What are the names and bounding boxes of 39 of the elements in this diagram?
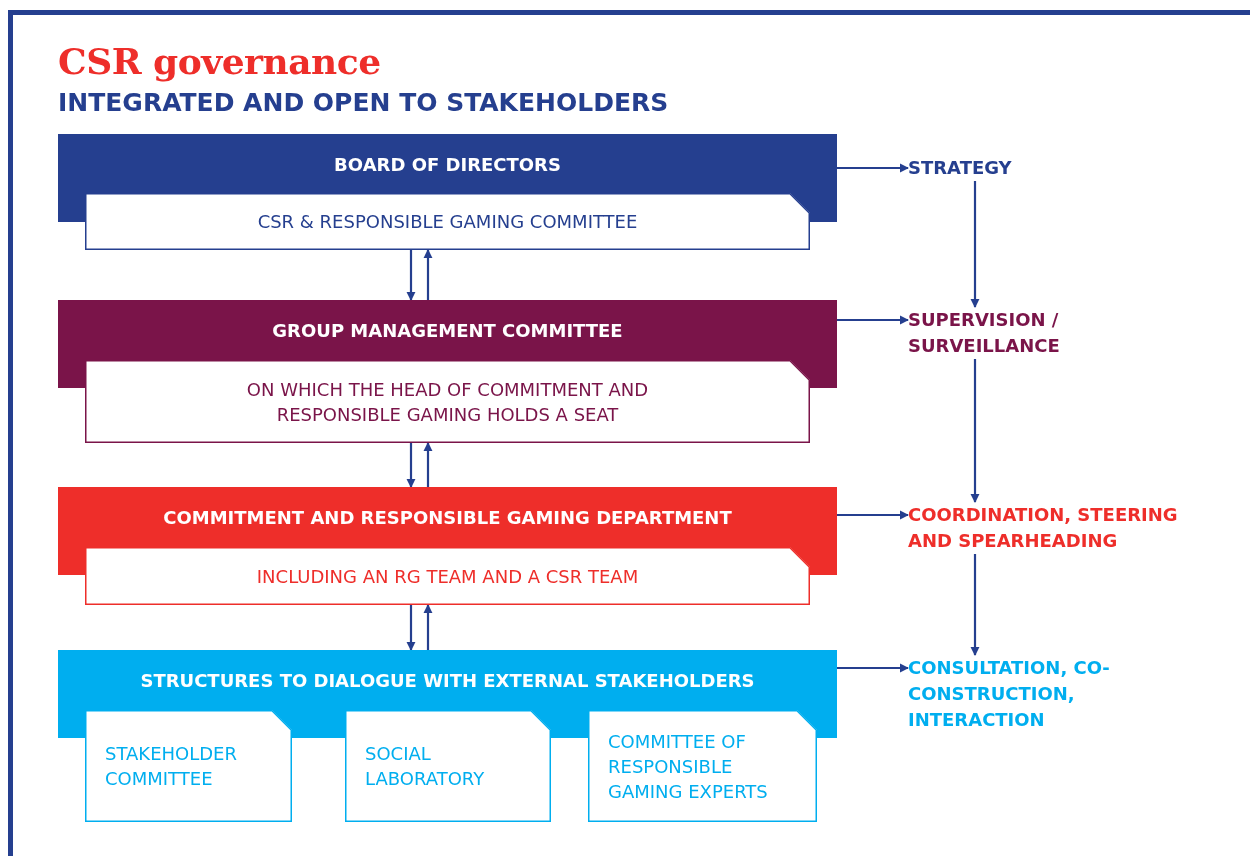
header-band [58, 650, 837, 710]
arrow [406, 443, 416, 488]
arrow [837, 163, 909, 173]
card-text: STAKEHOLDER COMMITTEE [105, 742, 238, 791]
arrow [970, 181, 980, 308]
header-band [58, 300, 837, 360]
subtitle: INTEGRATED AND OPEN TO STAKEHOLDERS [58, 88, 669, 117]
header-band [58, 134, 837, 193]
role-label: COORDINATION, STEERING AND SPEARHEADING [908, 502, 1208, 554]
arrow [406, 605, 416, 651]
arrow [423, 442, 433, 487]
title: CSR governance [58, 40, 381, 82]
arrow [406, 250, 416, 301]
role-label: SUPERVISION / SURVEILLANCE [908, 307, 1088, 359]
arrow [837, 663, 909, 673]
folded-card [85, 193, 810, 250]
header-band [58, 487, 837, 547]
band-heading: COMMITMENT AND RESPONSIBLE GAMING DEPARTMENT [162, 507, 733, 528]
role-label: CONSULTATION, CO-CONSTRUCTION, INTERACTION [908, 655, 1148, 733]
folded-card [85, 360, 810, 443]
arrow [423, 249, 433, 300]
folded-card [85, 710, 292, 822]
arrow [970, 359, 980, 503]
card-text: COMMITTEE OF RESPONSIBLE GAMING EXPERTS [608, 729, 769, 804]
folded-card [85, 547, 810, 605]
arrow [970, 554, 980, 656]
arrow [423, 604, 433, 650]
band-heading: STRUCTURES TO DIALOGUE WITH EXTERNAL STAKEHOLDERS [139, 670, 756, 691]
folded-card [345, 710, 551, 822]
role-label: STRATEGY [908, 155, 1038, 181]
band-heading: BOARD OF DIRECTORS [333, 154, 562, 175]
arrow [837, 315, 909, 325]
folded-card [588, 710, 817, 822]
card-text: SOCIAL LABORATORY [365, 742, 486, 791]
card-text: ON WHICH THE HEAD OF COMMITMENT AND RESPONSIBLE GAMING HOLDS A SEAT [245, 377, 650, 427]
card-text: INCLUDING AN RG TEAM AND A CSR TEAM [256, 564, 639, 589]
arrow [837, 510, 909, 520]
band-heading: GROUP MANAGEMENT COMMITTEE [271, 320, 624, 341]
card-text: CSR & RESPONSIBLE GAMING COMMITTEE [257, 210, 638, 234]
